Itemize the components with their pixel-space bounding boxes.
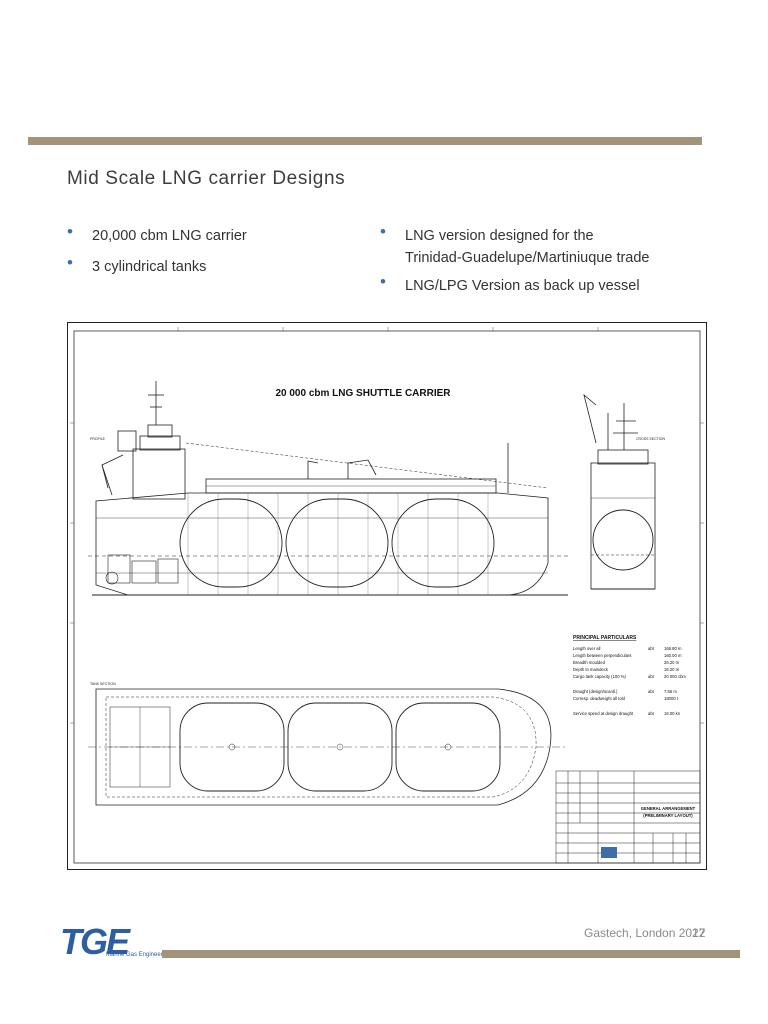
bullet-item: • LNG/LPG Version as back up vessel: [380, 272, 650, 297]
general-arrangement-drawing: 20 000 cbm LNG SHUTTLE CARRIER PROFILE C…: [67, 322, 707, 870]
particular-label: Breadth moulded: [573, 660, 606, 665]
particulars-rows: Length over all abt 168.80 m Length betw…: [573, 646, 686, 716]
bullet-icon: •: [67, 253, 73, 272]
inner-border: [73, 330, 701, 864]
bullet-icon: •: [380, 272, 386, 291]
bullet-text: LNG/LPG Version as back up vessel: [405, 278, 640, 294]
drawing-title: 20 000 cbm LNG SHUTTLE CARRIER: [275, 388, 451, 399]
bullet-item: • LNG version designed for the Trinidad-G…: [380, 222, 650, 269]
logo-wordmark: TGE: [60, 921, 130, 962]
title-block-line-1: GENERAL ARRANGEMENT: [641, 806, 696, 811]
slide-title: Mid Scale LNG carrier Designs: [67, 168, 346, 189]
particular-value: 18000 t: [664, 696, 679, 701]
bullet-item: • 20,000 cbm LNG carrier: [67, 222, 347, 247]
bullet-text: LNG version designed for the Trinidad-Gu…: [405, 228, 650, 266]
logo-tagline: Marine Gas Engineering: [106, 952, 171, 958]
page-number: 27: [692, 926, 706, 940]
tank-section-view-label: TANK SECTION: [90, 682, 116, 686]
drawing-title-block: GENERAL ARRANGEMENT (PRELIMINARY LAYOUT): [555, 770, 701, 864]
bullet-icon: •: [67, 222, 73, 241]
tge-logo: TGE Marine Gas Engineering: [60, 921, 171, 964]
particular-value: 7.56 m: [664, 689, 677, 694]
particular-value: 26.20 m: [664, 660, 680, 665]
bullet-item: • 3 cylindrical tanks: [67, 253, 347, 278]
particular-value: 168.80 m: [664, 646, 682, 651]
particular-value: 16.00 kn: [664, 711, 681, 716]
bullet-icon: •: [380, 222, 386, 241]
bullet-text: 3 cylindrical tanks: [92, 259, 207, 275]
particulars-heading: PRINCIPAL PARTICULARS: [573, 635, 637, 641]
particular-label: Cargo tank capacity (100 %): [573, 674, 626, 679]
particular-prefix: abt: [648, 674, 655, 679]
bottom-accent-rule: [162, 950, 740, 958]
particular-label: Length over all: [573, 646, 601, 651]
particular-value: 20 000 cbm: [664, 674, 686, 679]
profile-view-label: PROFILE: [90, 437, 106, 441]
bullet-text: 20,000 cbm LNG carrier: [92, 228, 247, 244]
drawing-canvas: 20 000 cbm LNG SHUTTLE CARRIER PROFILE C…: [70, 327, 704, 864]
particular-value: 16.20 m: [664, 667, 680, 672]
particular-value: 160.00 m: [664, 653, 682, 658]
left-bullet-list: • 20,000 cbm LNG carrier • 3 cylindrical t…: [67, 222, 347, 287]
particular-prefix: abt: [648, 689, 655, 694]
particular-prefix: abt: [648, 711, 655, 716]
particular-label: Corresp. deadweight all told: [573, 696, 626, 701]
right-bullet-list: • LNG version designed for the Trinidad-G…: [380, 222, 650, 303]
particular-prefix: abt: [648, 646, 655, 651]
particular-label: Service speed at design draught: [573, 711, 634, 716]
event-label: Gastech, London 2012: [584, 926, 706, 940]
ship-plan-view: [88, 688, 568, 806]
border-ticks: [70, 327, 704, 724]
particular-label: Draught (design/scantl.): [573, 689, 618, 694]
particular-label: Depth to maindeck: [573, 667, 609, 672]
ship-cross-section-view: [583, 393, 656, 590]
cross-section-view-label: CROSS SECTION: [636, 437, 665, 441]
particular-label: Length between perpendiculars: [573, 653, 631, 658]
ship-profile-view: [88, 381, 568, 596]
top-accent-rule: [28, 137, 702, 145]
title-block-line-2: (PRELIMINARY LAYOUT): [643, 813, 693, 818]
principal-particulars: PRINCIPAL PARTICULARS Length over all ab…: [573, 635, 686, 716]
